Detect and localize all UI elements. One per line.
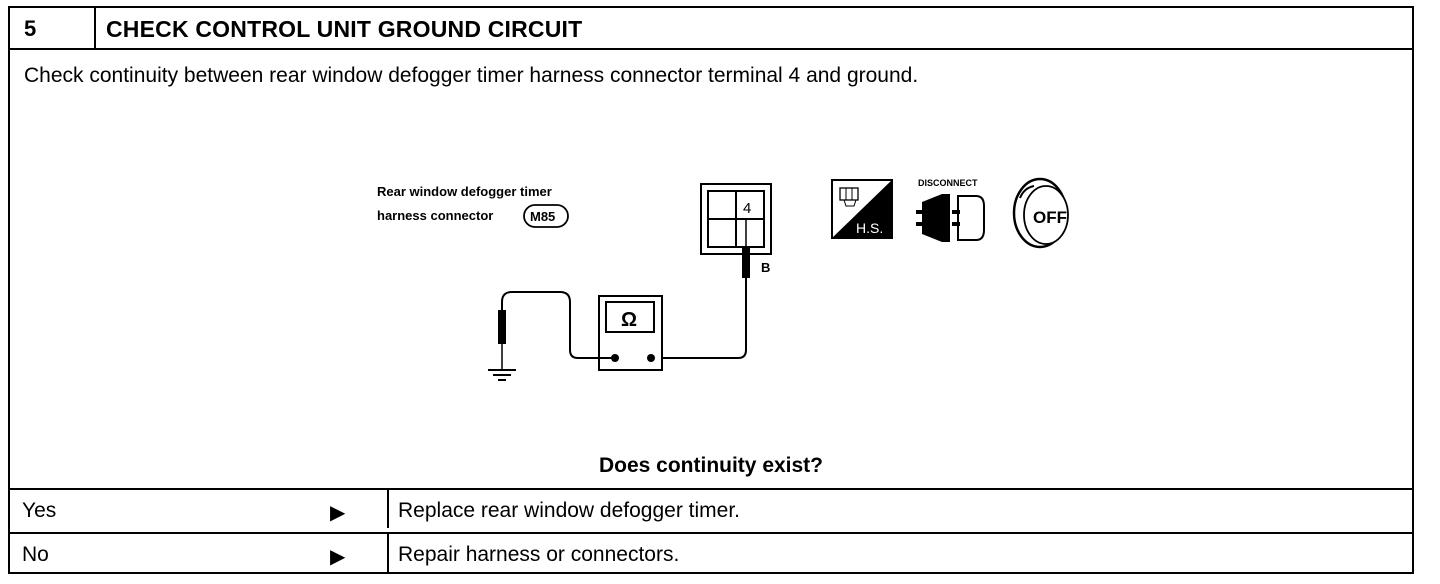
wire-color-label: B [761,260,770,275]
connector-label-line2: harness connector [377,208,493,223]
ignition-off-icon [1012,177,1069,249]
arrow-right-icon: ▶ [330,502,346,524]
arrow-right-icon: ▶ [330,546,346,568]
harness-side-icon [831,179,893,239]
procedure-table: 5 CHECK CONTROL UNIT GROUND CIRCUIT Chec… [8,6,1414,574]
result-row-yes: Yes ▶ Replace rear window defogger timer… [10,488,1412,528]
step-title: CHECK CONTROL UNIT GROUND CIRCUIT [106,16,583,42]
connector-id-badge [523,204,569,228]
action-yes: Replace rear window defogger timer. [398,499,741,522]
connector-id: M85 [530,209,555,224]
probe-b [658,220,750,359]
disconnect-icon [916,194,985,242]
connector-label-line1: Rear window defogger timer [377,184,552,199]
terminal-number: 4 [743,200,751,217]
ignition-off-text: OFF [1033,208,1067,227]
column-divider [387,490,389,528]
instruction-text: Check continuity between rear window def… [24,64,919,87]
disconnect-text: DISCONNECT [918,178,978,188]
step-number: 5 [10,8,96,48]
continuity-question: Does continuity exist? [598,454,824,477]
ground-symbol [488,369,516,381]
step-header: 5 CHECK CONTROL UNIT GROUND CIRCUIT [10,8,1412,50]
ohm-symbol: Ω [621,309,637,331]
harness-connector [700,183,772,255]
answer-no: No [22,543,49,566]
continuity-check-diagram: Rear window defogger timer harness conne… [377,177,1069,381]
result-row-no: No ▶ Repair harness or connectors. [10,532,1412,574]
column-divider [387,534,389,574]
action-no: Repair harness or connectors. [398,543,680,566]
harness-side-text: H.S. [856,220,883,236]
ground-lead [498,291,615,370]
answer-yes: Yes [22,499,57,522]
